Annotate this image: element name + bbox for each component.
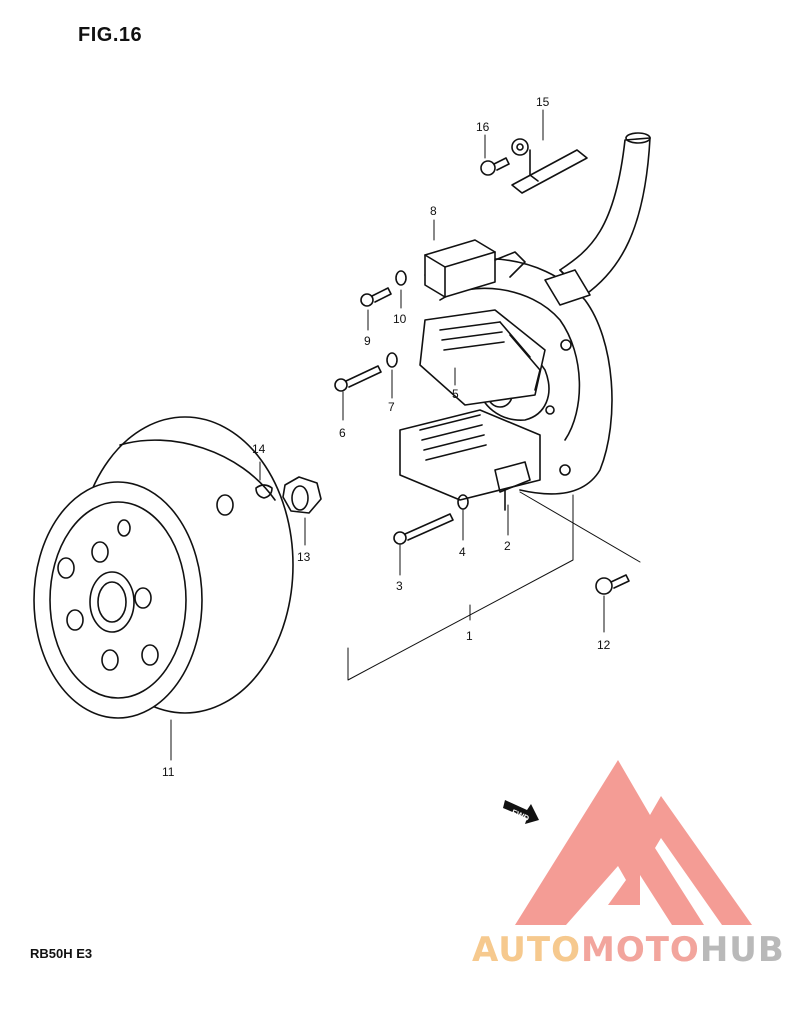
callout-3: 3 xyxy=(396,579,403,593)
callout-1: 1 xyxy=(466,629,473,643)
callout-7: 7 xyxy=(388,400,395,414)
callout-8: 8 xyxy=(430,204,437,218)
screw-3 xyxy=(393,513,454,545)
washer-7 xyxy=(386,352,398,368)
wire-harness xyxy=(544,132,651,306)
flywheel-rotor xyxy=(33,416,294,719)
callout-9: 9 xyxy=(364,334,371,348)
washer-4 xyxy=(457,494,469,510)
leader-lines xyxy=(170,109,641,761)
screw-12 xyxy=(595,574,630,595)
clamp-screw xyxy=(480,157,510,176)
watermark-text: AUTOMOTOHUB xyxy=(472,930,785,970)
callout-10: 10 xyxy=(393,312,407,326)
figure-title: FIG.16 xyxy=(78,24,143,46)
screw-6 xyxy=(334,365,382,392)
callout-16: 16 xyxy=(476,120,490,134)
callout-4: 4 xyxy=(459,545,466,559)
callout-11: 11 xyxy=(162,765,175,779)
callout-2: 2 xyxy=(504,539,511,553)
watermark-logo-icon xyxy=(515,760,752,925)
forward-arrow-icon: FWD xyxy=(503,800,539,824)
callout-13: 13 xyxy=(297,550,311,564)
model-code: RB50H E3 xyxy=(30,946,93,961)
callout-12: 12 xyxy=(597,638,611,652)
callout-15: 15 xyxy=(536,95,550,109)
callout-14: 14 xyxy=(252,442,266,456)
watermark-auto: AUTO xyxy=(472,930,581,970)
watermark-hub: HUB xyxy=(699,930,785,970)
exciter-coil xyxy=(419,309,546,406)
wire-clamp xyxy=(511,138,588,194)
washer-10 xyxy=(395,270,407,286)
flywheel-nut xyxy=(282,476,322,514)
screw-9 xyxy=(360,287,392,307)
pulser-coil xyxy=(424,239,526,298)
woodruff-key xyxy=(255,484,273,499)
callout-6: 6 xyxy=(339,426,346,440)
charging-coil xyxy=(399,409,541,511)
watermark-moto: MOTO xyxy=(580,930,700,970)
callout-5: 5 xyxy=(452,387,459,401)
